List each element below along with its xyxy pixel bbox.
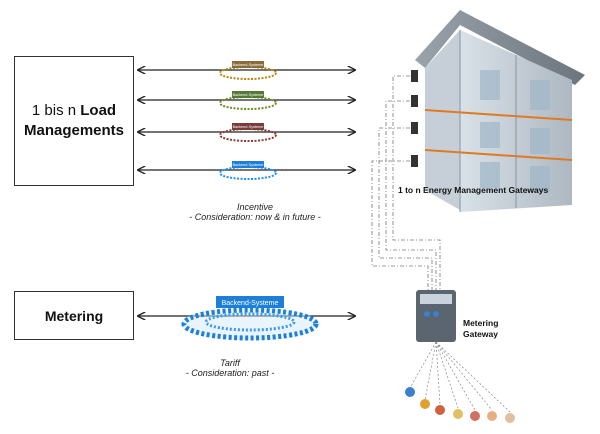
metering-box: Metering <box>14 291 134 340</box>
tariff-subtitle: - Consideration: past - <box>185 368 275 378</box>
consumer-icon-6 <box>487 411 497 421</box>
gateway-connector-lines <box>371 75 441 292</box>
consumer-icon-4 <box>453 409 463 419</box>
backend-system-2-label: Backend-Systeme <box>233 93 264 97</box>
consumer-icon-5 <box>470 411 480 421</box>
incentive-subtitle: - Consideration: now & in future - <box>189 212 321 222</box>
backend-system-4-label: Backend-Systeme <box>233 163 264 167</box>
consumer-icon-7 <box>505 413 515 423</box>
smart-house-illustration <box>411 10 585 212</box>
consumer-icon-1 <box>405 387 415 397</box>
energy-management-gateways-label: 1 to n Energy Management Gateways <box>398 185 549 195</box>
metering-box-label: Metering <box>44 307 104 324</box>
metering-gateway-label: Metering Gateway <box>463 318 523 340</box>
backend-system-metering-label: Backend-Systeme <box>222 300 279 307</box>
backend-system-1: Backend-Systeme <box>219 61 277 80</box>
backend-system-3: Backend-Systeme <box>219 123 277 142</box>
consumer-icon-2 <box>420 399 430 409</box>
metering-gateway-line1: Metering <box>463 318 499 328</box>
backend-system-4: Backend-Systeme <box>219 161 277 180</box>
consumer-icons <box>405 387 515 423</box>
backend-system-1-label: Backend-Systeme <box>233 63 264 67</box>
consumer-connectors <box>409 341 511 413</box>
backend-system-3-label: Backend-Systeme <box>233 125 264 129</box>
backend-system-2: Backend-Systeme <box>219 91 277 110</box>
load-managements-box: 1 bis n Load Managements <box>14 56 134 186</box>
consumer-icon-3 <box>435 405 445 415</box>
backend-system-metering: Backend-Systeme <box>180 296 320 341</box>
incentive-title: Incentive <box>236 202 274 212</box>
tariff-title: Tariff <box>220 358 240 368</box>
metering-gateway-line2: Gateway <box>463 329 498 339</box>
load-managements-prefix: 1 bis n <box>31 102 81 119</box>
load-managements-bold2: Managements <box>23 122 125 139</box>
metering-gateway-device <box>416 290 456 342</box>
load-managements-bold1: Load <box>80 102 117 119</box>
